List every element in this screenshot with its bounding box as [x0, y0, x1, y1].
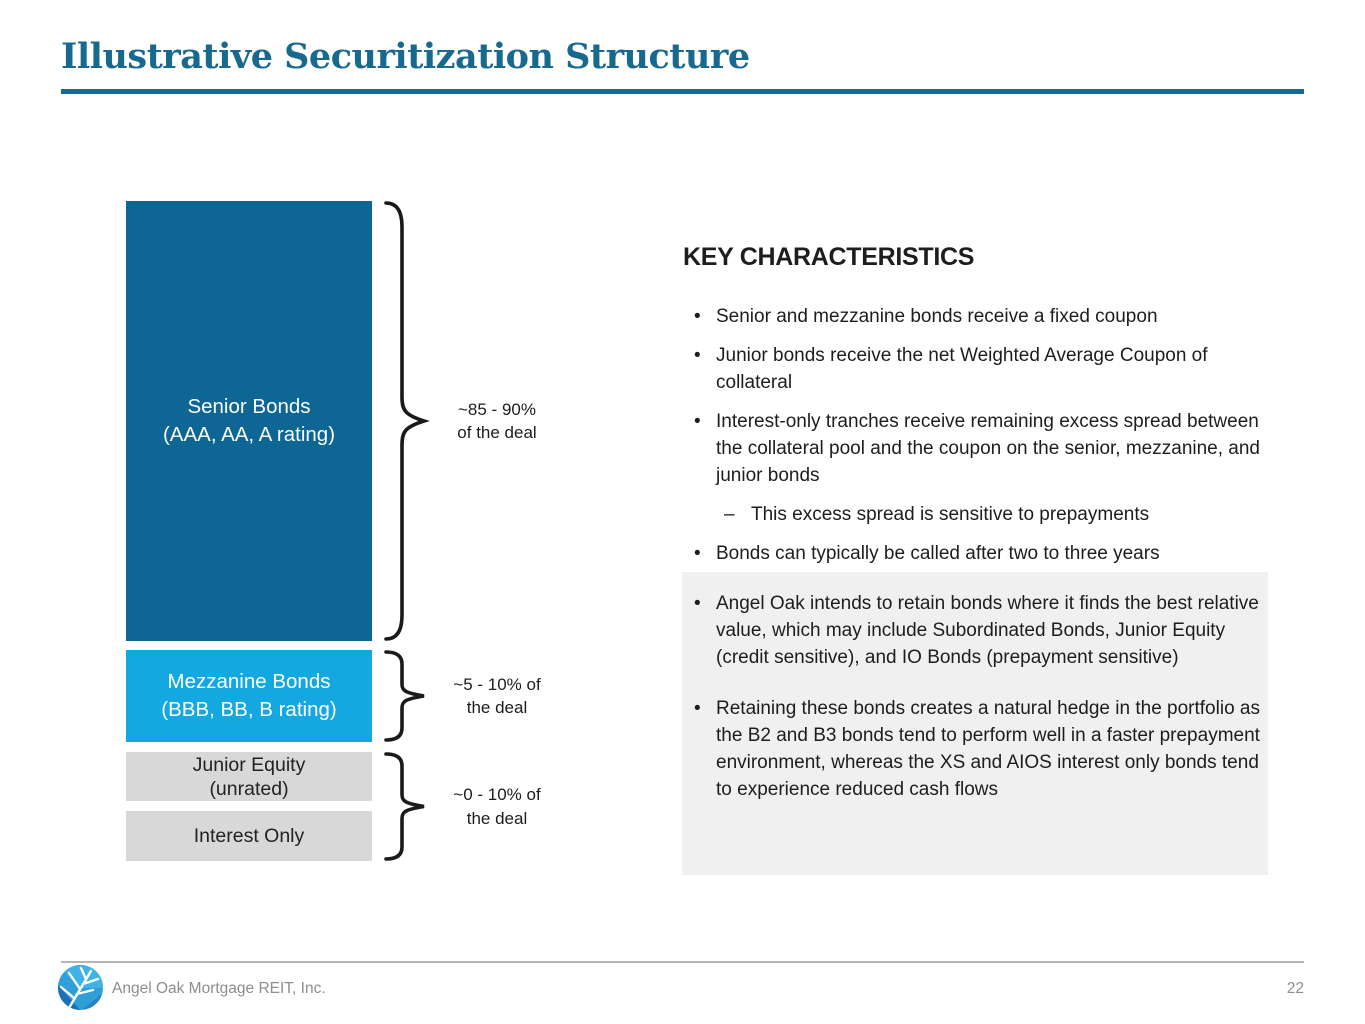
share-label-senior: ~85 - 90% of the deal — [432, 201, 562, 641]
title-underline — [61, 89, 1304, 94]
dash-icon: – — [724, 504, 735, 525]
bullet-text: Interest-only tranches receive remaining… — [716, 411, 1260, 486]
tranche-junior-equity: Junior Equity (unrated) — [126, 752, 372, 801]
bullet-text: Retaining these bonds creates a natural … — [716, 698, 1260, 800]
bullet-text: Senior and mezzanine bonds receive a fix… — [716, 306, 1158, 327]
sub-bullet-item: – This excess spread is sensitive to pre… — [683, 501, 1283, 528]
bullet-text: This excess spread is sensitive to prepa… — [751, 504, 1150, 525]
brace-mezzanine — [384, 650, 425, 742]
tranche-label: Mezzanine Bonds — [167, 670, 331, 693]
share-label-mezzanine: ~5 - 10% of the deal — [432, 650, 562, 742]
bullet-icon: • — [694, 593, 701, 614]
brace-senior — [384, 201, 430, 641]
bullet-text: Bonds can typically be called after two … — [716, 543, 1160, 564]
bullet-item: • Angel Oak intends to retain bonds wher… — [683, 590, 1260, 671]
share-label-line: of the deal — [457, 423, 537, 442]
footer-divider — [61, 961, 1304, 963]
key-characteristics-heading: KEY CHARACTERISTICS — [683, 243, 975, 271]
bullet-text: Angel Oak intends to retain bonds where … — [716, 593, 1259, 668]
bullet-icon: • — [694, 543, 701, 564]
tranche-senior-bonds: Senior Bonds (AAA, AA, A rating) — [126, 201, 372, 641]
tranche-interest-only: Interest Only — [126, 811, 372, 861]
bullet-text: Junior bonds receive the net Weighted Av… — [716, 345, 1208, 393]
bullet-item: • Retaining these bonds creates a natura… — [683, 695, 1260, 803]
bullet-icon: • — [694, 698, 701, 719]
tranche-label: Junior Equity — [192, 753, 306, 776]
tranche-sublabel: (unrated) — [209, 777, 289, 800]
bullet-item: • Interest-only tranches receive remaini… — [683, 408, 1283, 489]
bullet-item: • Senior and mezzanine bonds receive a f… — [683, 303, 1283, 330]
share-label-line: the deal — [466, 808, 528, 828]
key-characteristics-list: • Senior and mezzanine bonds receive a f… — [683, 303, 1283, 579]
bullet-icon: • — [694, 306, 701, 327]
bullet-item: • Junior bonds receive the net Weighted … — [683, 342, 1283, 396]
footer-company-name: Angel Oak Mortgage REIT, Inc. — [112, 980, 326, 997]
tranche-sublabel: (BBB, BB, B rating) — [161, 698, 337, 721]
slide-title: Illustrative Securitization Structure — [61, 36, 750, 77]
share-label-line: ~5 - 10% of — [453, 674, 541, 694]
share-label-line: the deal — [466, 698, 528, 717]
bullet-icon: • — [694, 411, 701, 432]
tranche-sublabel: (AAA, AA, A rating) — [162, 423, 336, 446]
share-label-junior-io: ~0 - 10% of the deal — [432, 752, 562, 861]
angel-oak-tree-logo-icon — [58, 965, 103, 1010]
highlight-panel: • Angel Oak intends to retain bonds wher… — [682, 572, 1268, 875]
page-number: 22 — [1286, 980, 1304, 997]
share-label-line: ~0 - 10% of — [453, 785, 541, 804]
tranche-label: Interest Only — [193, 825, 305, 847]
bullet-icon: • — [694, 345, 701, 366]
share-label-line: ~85 - 90% — [458, 399, 536, 419]
bullet-item: • Bonds can typically be called after tw… — [683, 540, 1283, 567]
brace-junior-io — [384, 752, 425, 861]
tranche-mezzanine-bonds: Mezzanine Bonds (BBB, BB, B rating) — [126, 650, 372, 742]
tranche-label: Senior Bonds — [187, 395, 311, 418]
